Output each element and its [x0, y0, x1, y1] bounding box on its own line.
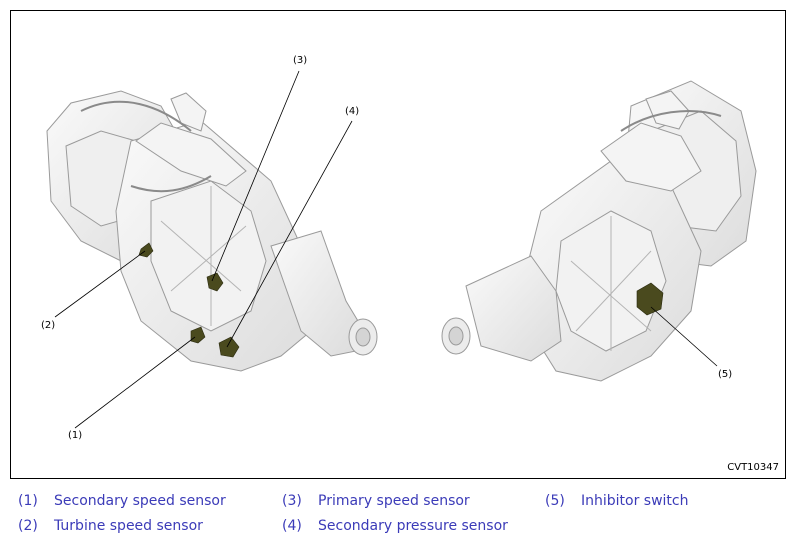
callout-4: (4) — [345, 106, 360, 117]
transmission-right-view — [441, 80, 757, 382]
legend-number: (3) — [282, 493, 302, 509]
leader-line-1 — [74, 336, 196, 429]
leader-line-5 — [650, 306, 718, 367]
legend-number: (5) — [545, 493, 565, 509]
sensor-highlights-right — [636, 282, 664, 316]
callout-1: (1) — [68, 430, 83, 441]
callout-3: (3) — [293, 55, 308, 66]
figure-code: CVT10347 — [727, 462, 779, 473]
legend-item-2: (2) Turbine speed sensor — [18, 518, 203, 534]
secondary-speed-sensor-marker — [190, 326, 206, 344]
legend-item-5: (5) Inhibitor switch — [545, 493, 689, 509]
legend-label: Turbine speed sensor — [54, 518, 203, 534]
legend-label: Primary speed sensor — [318, 493, 470, 509]
turbine-speed-sensor-marker — [138, 242, 154, 258]
legend-label: Secondary pressure sensor — [318, 518, 508, 534]
callout-5: (5) — [718, 369, 733, 380]
transmission-left-view — [46, 90, 378, 372]
sensor-highlights-left — [138, 242, 240, 358]
legend-number: (4) — [282, 518, 302, 534]
legend-label: Secondary speed sensor — [54, 493, 226, 509]
leader-line-2 — [54, 250, 146, 318]
callout-2: (2) — [41, 320, 56, 331]
leader-line-3 — [211, 70, 300, 282]
transmission-diagram: (1) (2) (3) (4) (5) CVT10347 — [10, 10, 786, 479]
legend-label: Inhibitor switch — [581, 493, 689, 509]
transmission-illustration — [46, 70, 757, 429]
secondary-pressure-sensor-marker — [218, 336, 240, 358]
legend-number: (2) — [18, 518, 38, 534]
leader-line-4 — [226, 120, 353, 348]
leader-lines — [54, 70, 718, 429]
inhibitor-switch-marker — [636, 282, 664, 316]
legend-item-4: (4) Secondary pressure sensor — [282, 518, 508, 534]
legend-number: (1) — [18, 493, 38, 509]
legend: (1) Secondary speed sensor (2) Turbine spe… — [0, 487, 798, 543]
legend-item-1: (1) Secondary speed sensor — [18, 493, 226, 509]
legend-item-3: (3) Primary speed sensor — [282, 493, 470, 509]
